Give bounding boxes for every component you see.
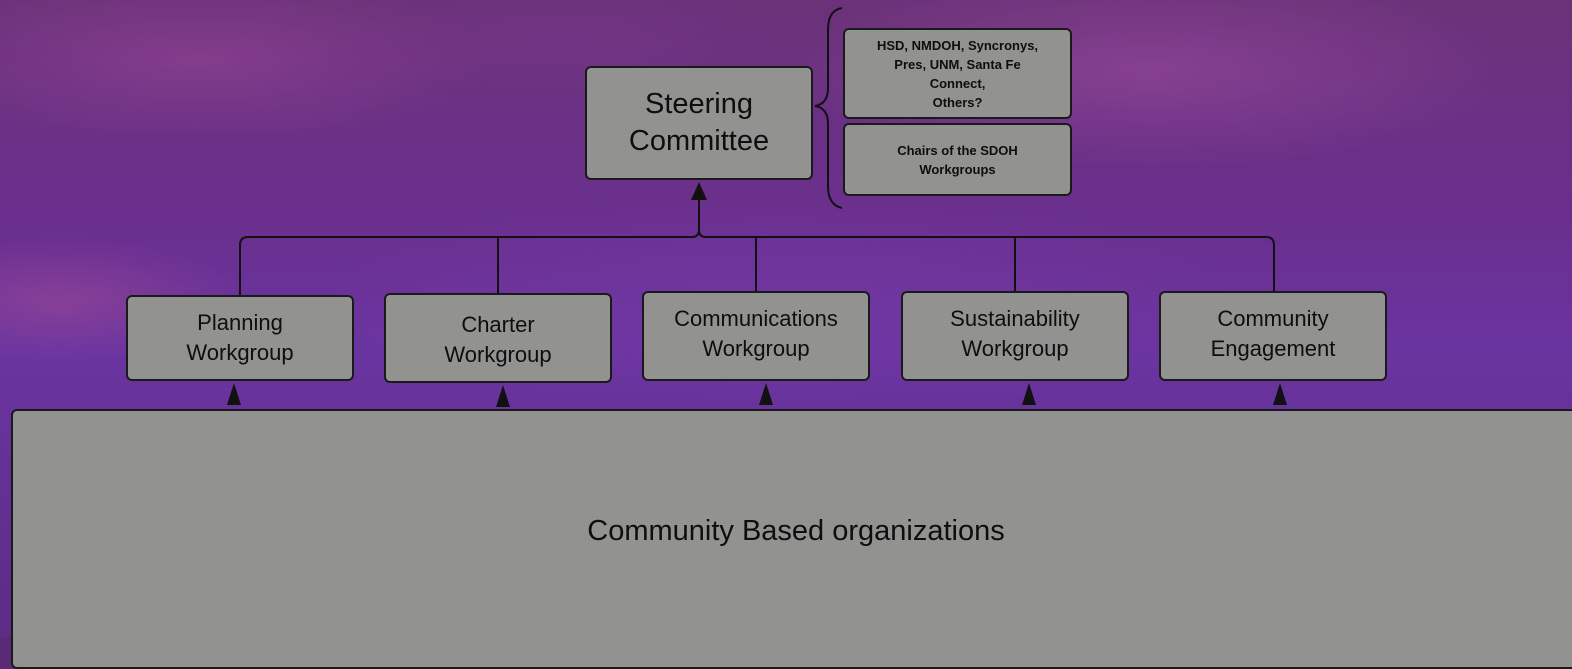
planning-workgroup-box: Planning Workgroup [126, 295, 354, 381]
arrow-to-communications [759, 383, 773, 405]
workgroup-chairs-label: Chairs of the SDOH Workgroups [897, 142, 1018, 177]
workgroup-bus-line-right [698, 229, 1275, 292]
charter-workgroup-box: Charter Workgroup [384, 293, 612, 383]
arrow-to-charter [496, 385, 510, 407]
arrow-to-community-engagement [1273, 383, 1287, 405]
community-engagement-label: Community Engagement [1210, 306, 1336, 361]
workgroup-chairs-box: Chairs of the SDOH Workgroups [843, 123, 1072, 196]
steering-committee-box: Steering Committee [585, 66, 813, 180]
community-based-organizations-label: Community Based organizations [587, 514, 1005, 547]
workgroup-bus-line [239, 200, 700, 295]
communications-workgroup-box: Communications Workgroup [642, 291, 870, 381]
arrow-to-planning [227, 383, 241, 405]
sustainability-workgroup-box: Sustainability Workgroup [901, 291, 1129, 381]
member-brace [814, 7, 843, 209]
sustainability-workgroup-label: Sustainability Workgroup [950, 306, 1080, 361]
agency-members-label: HSD, NMDOH, Syncronys, Pres, UNM, Santa … [876, 37, 1039, 110]
charter-workgroup-label: Charter Workgroup [444, 312, 552, 367]
steering-committee-label: Steering Committee [628, 88, 770, 157]
connector-lines [227, 7, 1287, 407]
agency-members-box: HSD, NMDOH, Syncronys, Pres, UNM, Santa … [843, 28, 1072, 119]
community-based-organizations-box: Community Based organizations [11, 409, 1572, 669]
arrow-to-sustainability [1022, 383, 1036, 405]
planning-workgroup-label: Planning Workgroup [186, 310, 294, 365]
community-engagement-box: Community Engagement [1159, 291, 1387, 381]
communications-workgroup-label: Communications Workgroup [674, 306, 838, 361]
arrow-to-steering-committee [691, 182, 707, 200]
